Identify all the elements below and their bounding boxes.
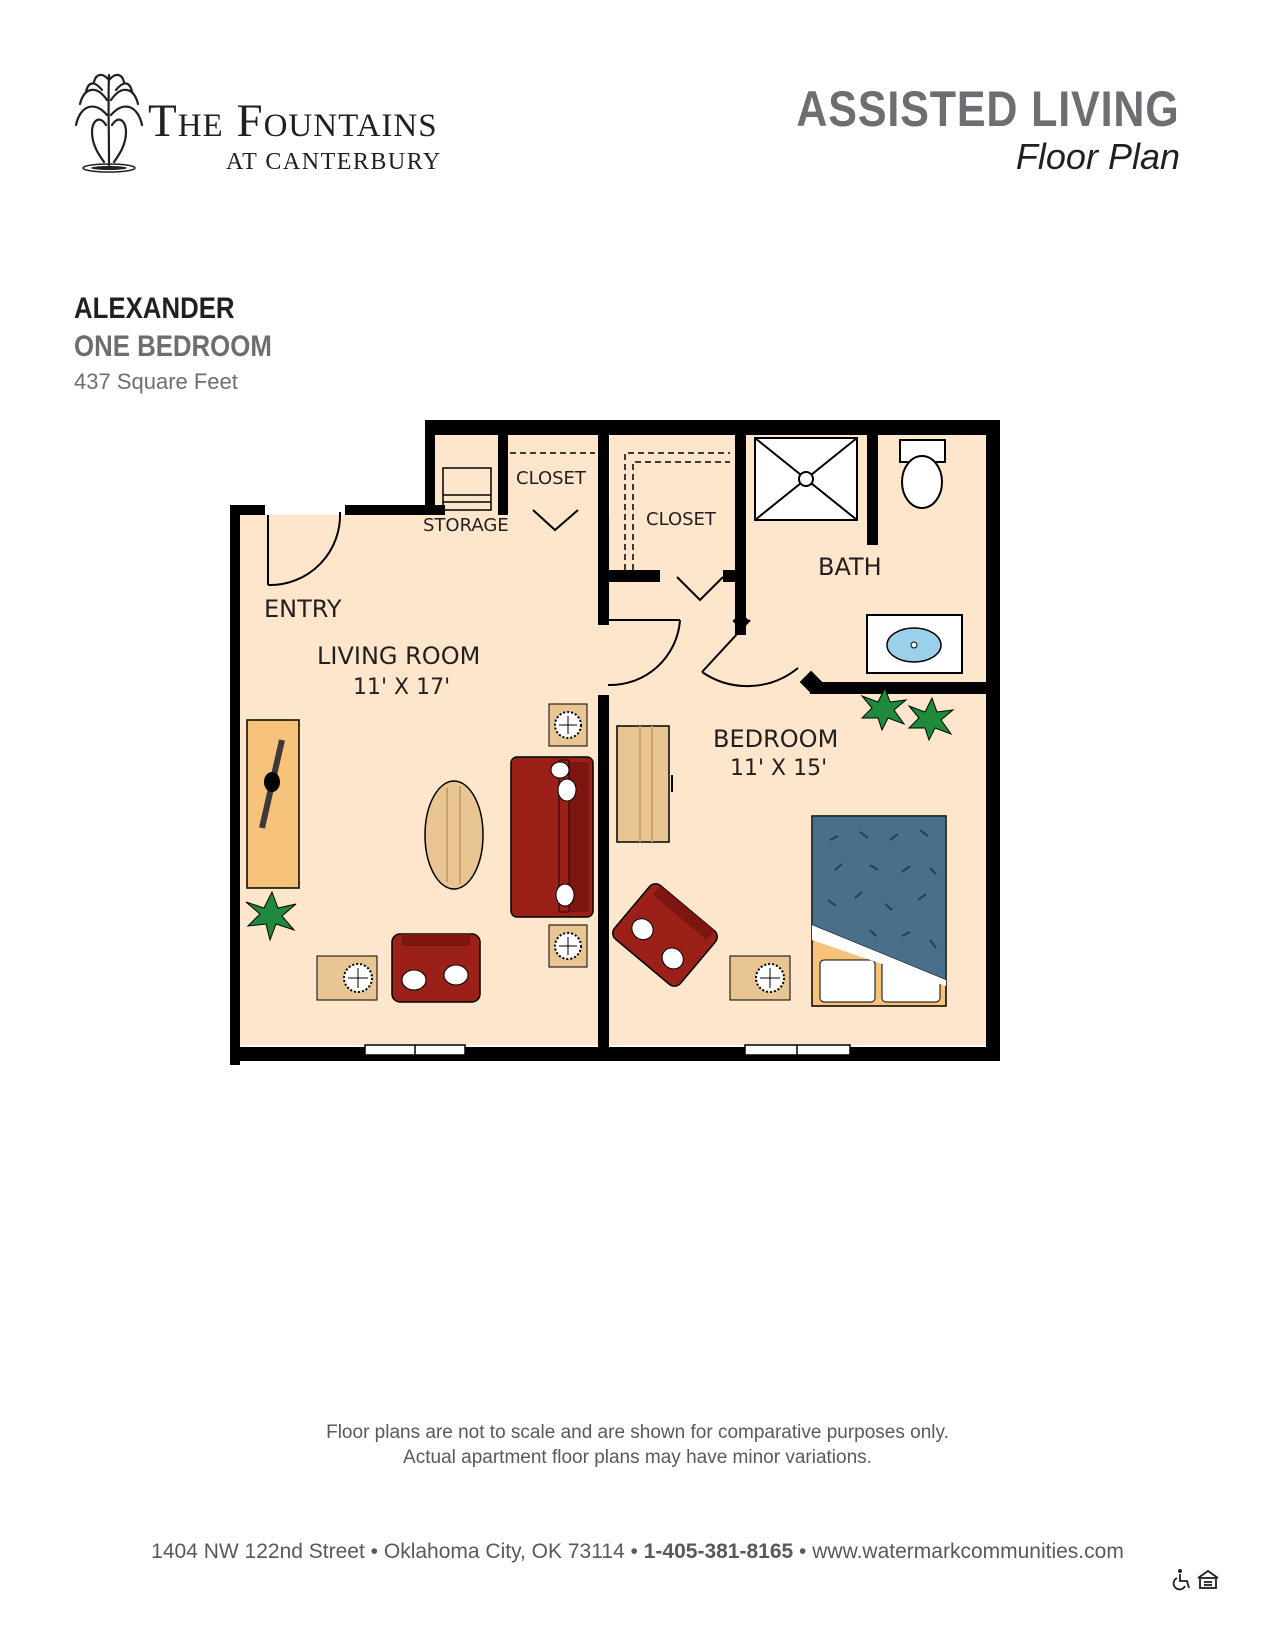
- address-city: Oklahoma City, OK 73114: [383, 1540, 625, 1563]
- compliance-icons: [1172, 1569, 1219, 1591]
- room-label-closet-1: CLOSET: [516, 468, 587, 489]
- shower: [754, 437, 858, 521]
- separator: •: [370, 1540, 379, 1563]
- room-label-entry: ENTRY: [264, 595, 342, 623]
- dresser: [616, 725, 673, 843]
- room-label-closet-2: CLOSET: [646, 509, 717, 530]
- plan-type: ONE BEDROOM: [74, 330, 272, 363]
- coffee-table: [424, 780, 484, 890]
- armchair: [391, 933, 481, 1003]
- phone-number[interactable]: 1-405-381-8165: [643, 1540, 794, 1563]
- room-label-bath: BATH: [818, 553, 882, 581]
- brand-subtitle: AT CANTERBURY: [226, 149, 442, 175]
- separator: •: [630, 1540, 638, 1563]
- fountain-icon: [74, 73, 144, 173]
- sofa: [510, 756, 594, 918]
- disclaimer-line-1: Floor plans are not to scale and are sho…: [326, 1422, 949, 1443]
- floor-plan: STORAGE CLOSET CLOSET BATH ENTRY LIVING …: [230, 420, 1000, 1065]
- tv-stand: [246, 719, 300, 889]
- address-street: 1404 NW 122nd Street: [151, 1540, 365, 1563]
- room-label-living-room: LIVING ROOM: [317, 642, 480, 670]
- room-label-storage: STORAGE: [423, 515, 509, 536]
- website-link[interactable]: www.watermarkcommunities.com: [812, 1540, 1124, 1563]
- brand-logo: The Fountains AT CANTERBURY: [74, 70, 534, 180]
- wheelchair-icon: [1172, 1569, 1190, 1591]
- room-dim-living-room: 11' X 17': [353, 675, 450, 700]
- page-subtitle: Floor Plan: [1015, 136, 1180, 177]
- sink: [866, 614, 963, 674]
- bed: [811, 815, 947, 1007]
- plant-icon: [860, 686, 955, 742]
- end-table-lamp: [548, 703, 588, 747]
- room-label-bedroom: BEDROOM: [713, 725, 838, 753]
- plan-name: ALEXANDER: [74, 292, 235, 325]
- storage-cabinet: [442, 467, 492, 511]
- disclaimer: Floor plans are not to scale and are sho…: [0, 1420, 1275, 1470]
- separator: •: [799, 1540, 807, 1563]
- disclaimer-line-2: Actual apartment floor plans may have mi…: [403, 1447, 872, 1468]
- bedroom-armchair: [612, 883, 718, 987]
- closet-shelves: [510, 452, 730, 570]
- page-title: ASSISTED LIVING: [796, 81, 1180, 137]
- end-table-lamp: [316, 955, 378, 1001]
- nightstand-lamp: [729, 955, 791, 1001]
- plan-size: 437 Square Feet: [74, 369, 238, 394]
- brand-name: The Fountains: [148, 95, 438, 147]
- windows: [364, 1044, 851, 1056]
- toilet: [899, 439, 946, 509]
- equal-housing-icon: [1197, 1569, 1219, 1589]
- plant-icon: [245, 890, 297, 942]
- doors: [267, 509, 799, 688]
- room-dim-bedroom: 11' X 15': [730, 756, 827, 781]
- end-table-lamp: [548, 924, 588, 968]
- contact-line: 1404 NW 122nd Street • Oklahoma City, OK…: [0, 1540, 1275, 1564]
